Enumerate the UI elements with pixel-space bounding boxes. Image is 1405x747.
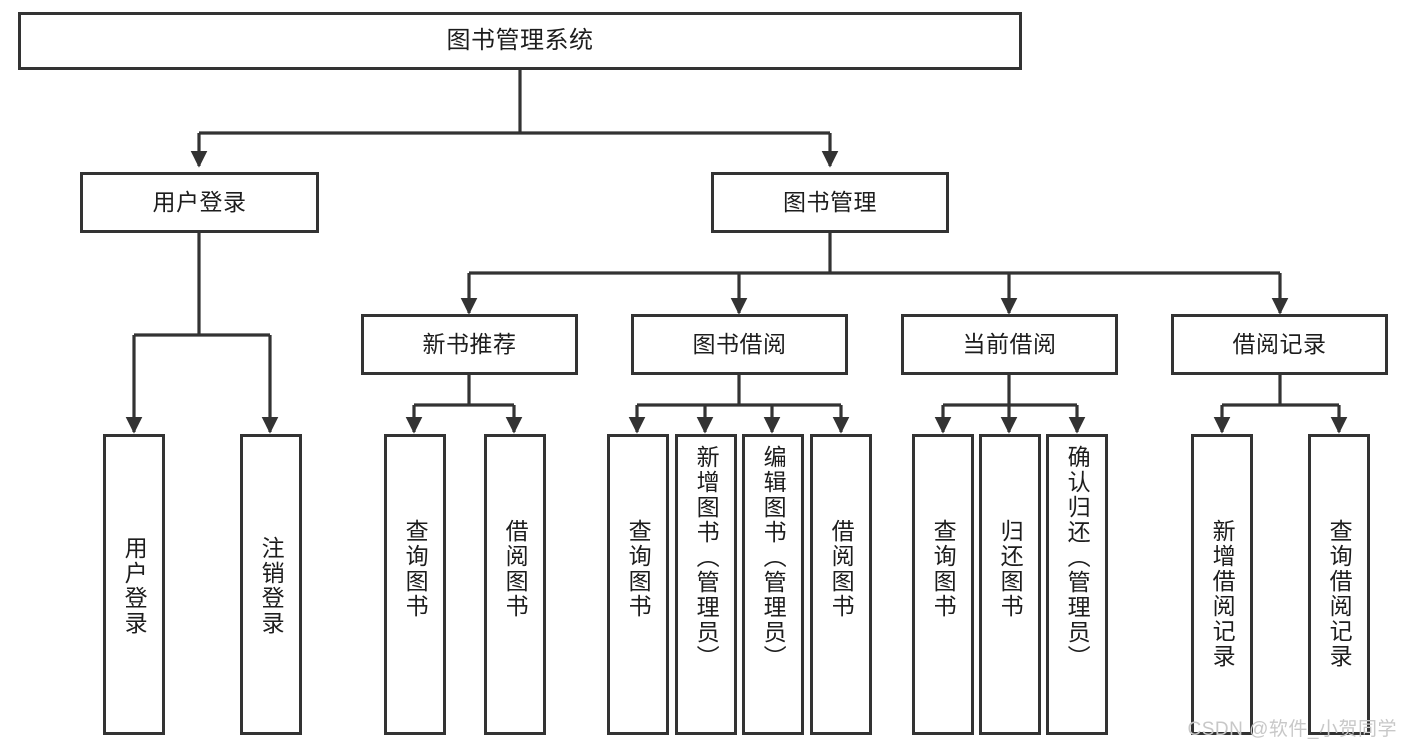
node-label: 用户登录 bbox=[152, 188, 247, 215]
node-label: 用户登录 bbox=[121, 536, 148, 636]
csdn-watermark: CSDN @软件_小贺同学 bbox=[1187, 719, 1397, 740]
node-book-borrow[interactable]: 图书借阅 bbox=[631, 314, 848, 375]
node-label: 借阅图书 bbox=[828, 519, 855, 619]
node-label: 查询图书 bbox=[402, 519, 429, 619]
node-label: 新书推荐 bbox=[422, 330, 517, 357]
node-label: 借阅图书 bbox=[502, 519, 529, 619]
leaf-query-book-current[interactable]: 查询图书 bbox=[912, 434, 974, 735]
node-label: 借阅记录 bbox=[1232, 330, 1327, 357]
node-label: 编辑图书（管理员） bbox=[760, 445, 787, 670]
node-new-book-recommend[interactable]: 新书推荐 bbox=[361, 314, 578, 375]
leaf-query-book-borrow[interactable]: 查询图书 bbox=[607, 434, 669, 735]
leaf-confirm-return-admin[interactable]: 确认归还（管理员） bbox=[1046, 434, 1108, 735]
leaf-query-borrow-record[interactable]: 查询借阅记录 bbox=[1308, 434, 1370, 735]
leaf-edit-book-admin[interactable]: 编辑图书（管理员） bbox=[742, 434, 804, 735]
leaf-logout[interactable]: 注销登录 bbox=[240, 434, 302, 735]
node-label: 注销登录 bbox=[258, 536, 285, 636]
node-label: 新增图书（管理员） bbox=[693, 445, 720, 670]
leaf-user-login[interactable]: 用户登录 bbox=[103, 434, 165, 735]
node-label: 查询借阅记录 bbox=[1326, 519, 1353, 669]
node-label: 图书管理 bbox=[783, 188, 877, 215]
node-label: 确认归还（管理员） bbox=[1064, 445, 1091, 670]
node-label: 图书借阅 bbox=[692, 330, 787, 357]
leaf-add-borrow-record[interactable]: 新增借阅记录 bbox=[1191, 434, 1253, 735]
node-label: 当前借阅 bbox=[962, 330, 1057, 357]
node-label: 图书管理系统 bbox=[446, 26, 594, 54]
node-book-management[interactable]: 图书管理 bbox=[711, 172, 949, 233]
leaf-borrow-book[interactable]: 借阅图书 bbox=[810, 434, 872, 735]
node-user-login[interactable]: 用户登录 bbox=[80, 172, 319, 233]
leaf-return-book[interactable]: 归还图书 bbox=[979, 434, 1041, 735]
leaf-query-book-recommend[interactable]: 查询图书 bbox=[384, 434, 446, 735]
node-label: 归还图书 bbox=[997, 519, 1024, 619]
leaf-add-book-admin[interactable]: 新增图书（管理员） bbox=[675, 434, 737, 735]
node-root-system[interactable]: 图书管理系统 bbox=[18, 12, 1022, 70]
node-borrow-record[interactable]: 借阅记录 bbox=[1171, 314, 1388, 375]
node-current-borrow[interactable]: 当前借阅 bbox=[901, 314, 1118, 375]
node-label: 新增借阅记录 bbox=[1209, 519, 1236, 669]
node-label: 查询图书 bbox=[930, 519, 957, 619]
node-label: 查询图书 bbox=[625, 519, 652, 619]
leaf-borrow-book-recommend[interactable]: 借阅图书 bbox=[484, 434, 546, 735]
